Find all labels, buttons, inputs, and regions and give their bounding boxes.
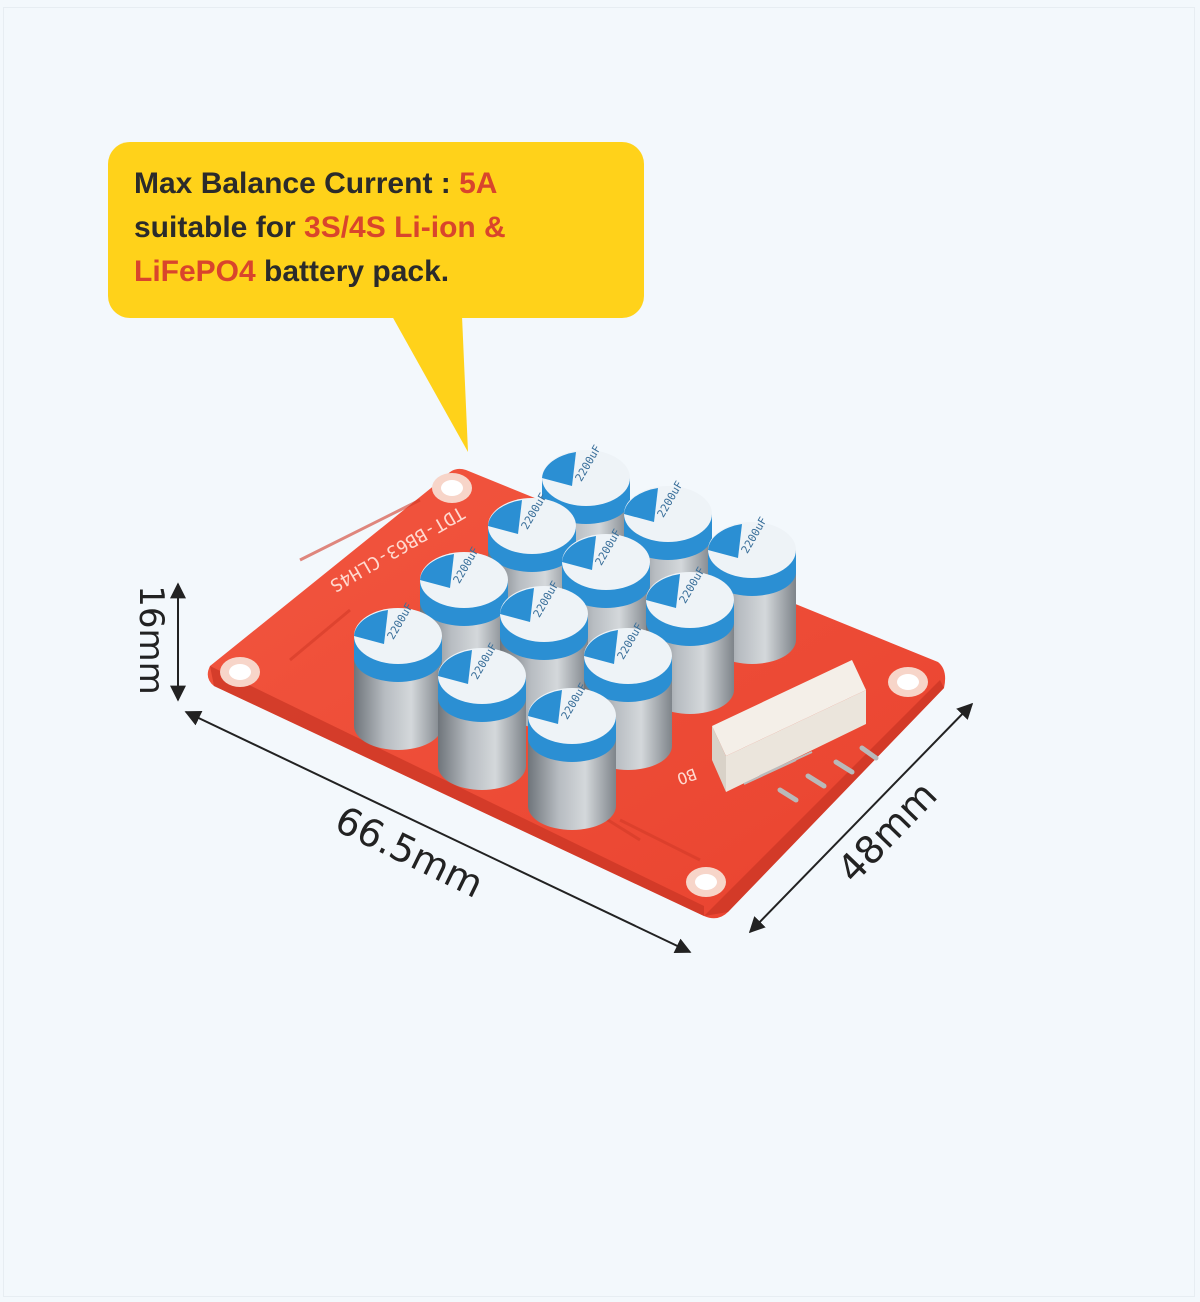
capacitor: 2200uF (438, 641, 526, 790)
callout-label: Max Balance Current : (134, 167, 460, 200)
mount-hole (686, 867, 726, 897)
callout-line-2: suitable for 3S/4S Li-ion & (134, 206, 654, 250)
callout-text: Max Balance Current : 5A suitable for 3S… (134, 162, 654, 294)
callout-bubble (108, 142, 644, 452)
image-border (3, 7, 1195, 1297)
capacitor: 2200uF (646, 565, 734, 714)
length-dimension-line (184, 710, 692, 954)
width-dimension-line (748, 702, 974, 934)
cell-config-value: 3S/4S Li-ion & (304, 211, 506, 244)
capacitor: 2200uF (528, 681, 616, 830)
mount-hole (220, 657, 260, 687)
callout-line-1: Max Balance Current : 5A (134, 162, 654, 206)
mount-hole (888, 667, 928, 697)
chemistry-value: LiFePO4 (134, 255, 256, 288)
callout-line-3: LiFePO4 battery pack. (134, 250, 654, 294)
capacitor: 2200uF (562, 527, 650, 676)
callout-label: suitable for (134, 211, 305, 244)
callout-label: battery pack. (255, 255, 450, 288)
mount-hole (432, 473, 472, 503)
height-dimension-label: 16mm (130, 585, 171, 695)
capacitor: 2200uF (354, 601, 442, 750)
max-balance-current-value: 5A (459, 167, 498, 200)
